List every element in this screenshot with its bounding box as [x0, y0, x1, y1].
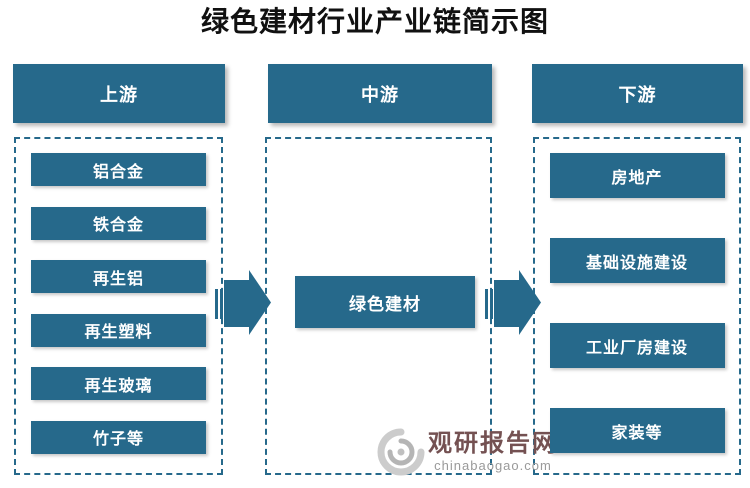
downstream-item: 家装等 [549, 408, 725, 453]
downstream-header: 下游 [532, 64, 743, 123]
downstream-item: 工业厂房建设 [549, 323, 725, 368]
upstream-item: 再生玻璃 [31, 367, 206, 401]
diagram-title: 绿色建材行业产业链简示图 [200, 7, 549, 38]
upstream-item-list: 铝合金 铁合金 再生铝 再生塑料 再生玻璃 竹子等 [14, 137, 223, 475]
downstream-item-list: 房地产 基础设施建设 工业厂房建设 家装等 [533, 137, 741, 475]
midstream-item: 绿色建材 [295, 276, 475, 328]
watermark-logo-icon [377, 428, 425, 476]
downstream-item: 基础设施建设 [549, 238, 725, 283]
downstream-item: 房地产 [549, 153, 725, 198]
watermark-text: 观研报告网 chinabaogao.com [428, 429, 558, 474]
watermark: 观研报告网 chinabaogao.com [376, 427, 558, 477]
right-arrow-icon [215, 270, 271, 335]
watermark-site-url: chinabaogao.com [434, 458, 552, 474]
upstream-item: 再生铝 [31, 260, 206, 294]
right-arrow-icon [485, 270, 541, 335]
upstream-item: 铁合金 [31, 206, 206, 240]
upstream-header: 上游 [13, 64, 225, 123]
midstream-header: 中游 [268, 64, 492, 123]
upstream-item: 竹子等 [31, 420, 206, 454]
upstream-item: 再生塑料 [31, 313, 206, 347]
upstream-item: 铝合金 [31, 153, 206, 186]
watermark-site-name: 观研报告网 [428, 429, 558, 457]
